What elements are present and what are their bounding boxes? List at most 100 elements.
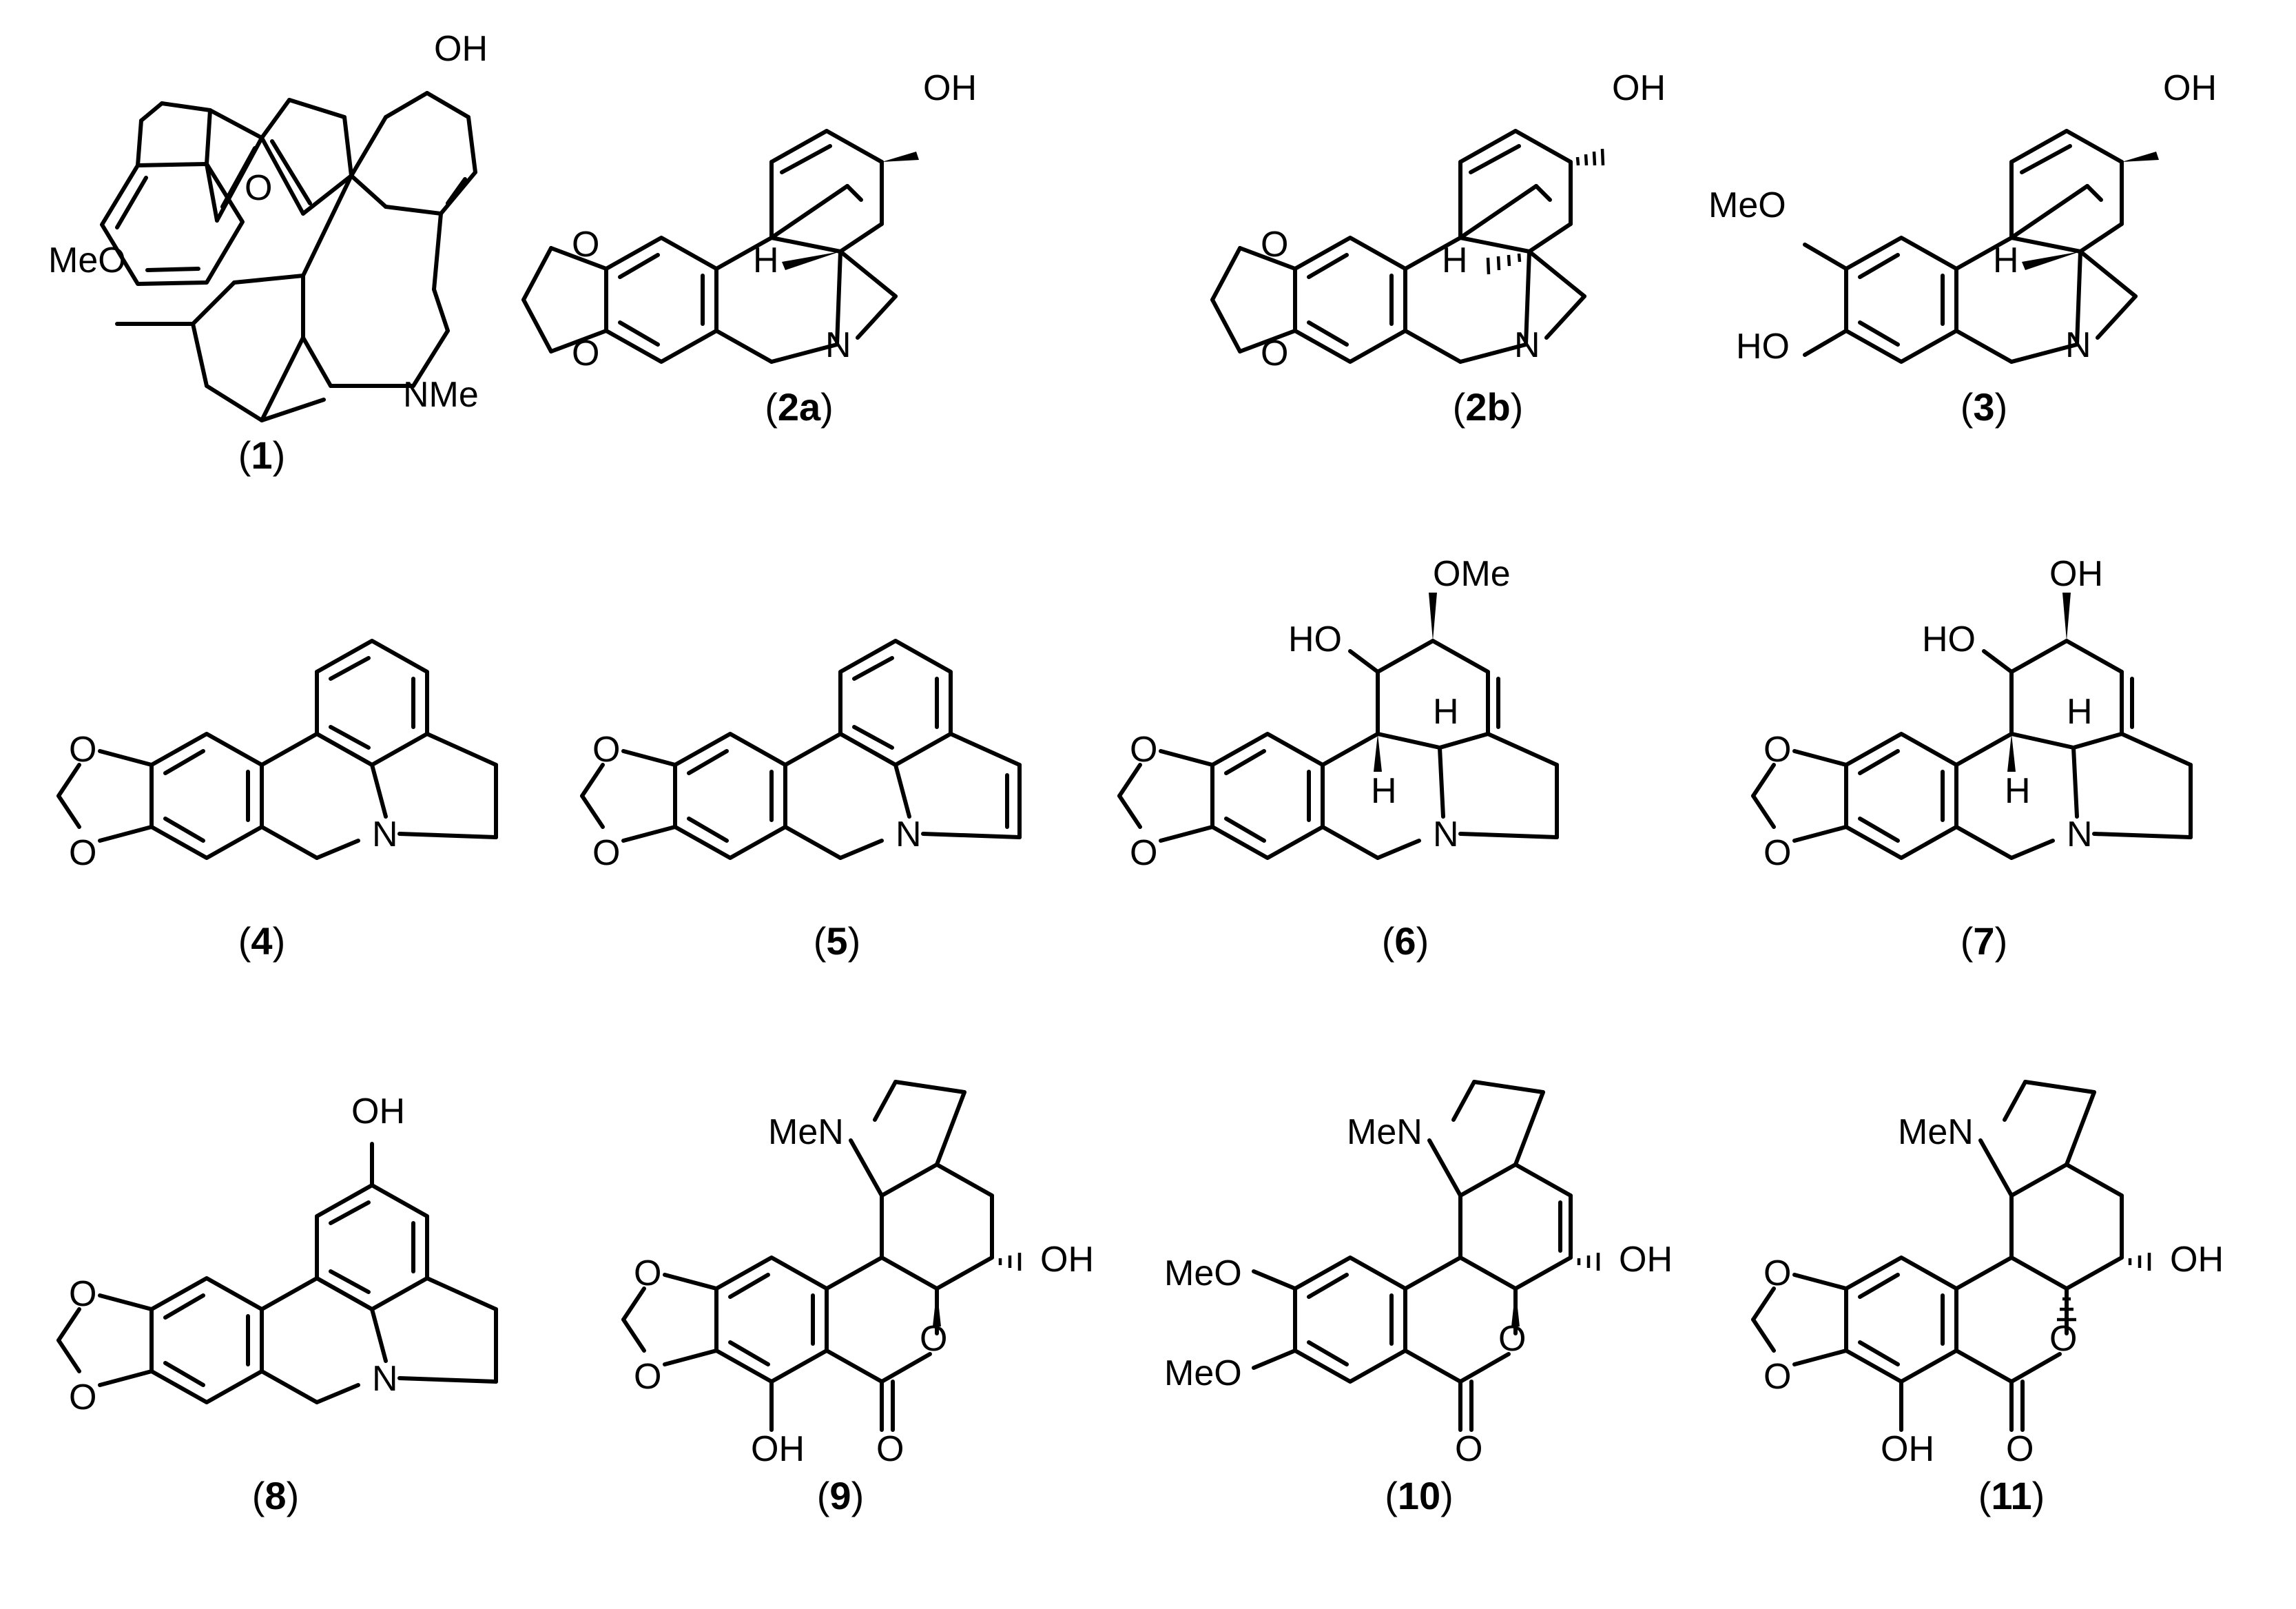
atom-oh-8: OH <box>351 1092 405 1131</box>
compound-label-10: (10) <box>1385 1474 1454 1517</box>
atom-oh-11: OH <box>2170 1240 2224 1280</box>
hash-bond-11-oh <box>2128 1253 2151 1271</box>
atom-o-4-bottom: O <box>69 833 96 873</box>
atom-o-9-top: O <box>634 1253 661 1293</box>
atom-o-1: O <box>245 168 272 208</box>
atom-o-11-carbonyl: O <box>2006 1429 2034 1469</box>
atom-meo-10-top: MeO <box>1164 1253 1242 1293</box>
hash-bond-2b-h <box>1486 253 1522 275</box>
structure-2a <box>521 129 898 364</box>
atom-men-10: MeN <box>1347 1112 1423 1152</box>
structure-3 <box>1803 129 2138 364</box>
atom-oh-10: OH <box>1619 1240 1673 1280</box>
atom-o-9-carbonyl: O <box>876 1429 904 1469</box>
atom-ome-6: OMe <box>1433 554 1511 594</box>
atom-men-11: MeN <box>1898 1112 1974 1152</box>
atom-h-2b: H <box>1442 240 1468 280</box>
atom-oh-7: OH <box>2049 554 2103 594</box>
atom-n-2a: N <box>825 325 851 365</box>
atom-n-7: N <box>2067 814 2093 854</box>
hash-bond-11-lactone <box>2057 1297 2076 1322</box>
atom-meo-1: MeO <box>48 240 126 280</box>
structure-7 <box>1751 639 2193 860</box>
wedge-bond-2a-oh <box>882 152 919 162</box>
atom-n-3: N <box>2065 325 2091 365</box>
compound-label-9: (9) <box>817 1474 864 1517</box>
atom-ho-6: HO <box>1288 619 1342 659</box>
wedge-bond-6-h-lower <box>1374 734 1382 772</box>
compound-label-8: (8) <box>252 1474 299 1517</box>
atom-o-2a-bottom: O <box>572 334 599 373</box>
structure-6 <box>1117 639 1559 860</box>
atom-h-7-lower: H <box>2005 771 2031 811</box>
atom-o-10-ring: O <box>1498 1319 1526 1359</box>
wedge-bond-10-lactone <box>1511 1289 1520 1326</box>
wedge-bond-9-lactone <box>933 1289 941 1326</box>
atom-o-2a-top: O <box>572 225 599 265</box>
wedge-bond-2a-h <box>782 252 840 270</box>
compound-label-1: (1) <box>238 433 285 477</box>
atom-n-8: N <box>372 1359 398 1399</box>
compound-label-2a: (2a) <box>765 385 834 429</box>
atom-o-9-bottom: O <box>634 1357 661 1397</box>
atom-h-7-upper: H <box>2067 692 2093 732</box>
atom-oh-2b: OH <box>1612 68 1666 108</box>
atom-o-2b-bottom: O <box>1261 334 1288 373</box>
wedge-bond-7-oh <box>2062 593 2071 641</box>
atom-o-7-top: O <box>1764 730 1791 770</box>
atom-oh-9-aryl: OH <box>751 1429 805 1469</box>
hash-bond-10-oh <box>1577 1253 1600 1271</box>
atom-h-6-upper: H <box>1433 692 1459 732</box>
atom-n-2b: N <box>1514 325 1540 365</box>
atom-n-5: N <box>896 814 922 854</box>
compound-label-11: (11) <box>1978 1474 2045 1517</box>
atom-o-11-top: O <box>1764 1253 1791 1293</box>
compound-label-2b: (2b) <box>1453 385 1524 429</box>
wedge-bond-3-h <box>2022 252 2080 270</box>
structure-10 <box>1252 1080 1573 1432</box>
atom-n-6: N <box>1433 814 1459 854</box>
atom-ho-7: HO <box>1922 619 1976 659</box>
structure-8 <box>56 1142 498 1404</box>
hash-bond-9-oh <box>998 1253 1022 1271</box>
atom-oh-9: OH <box>1040 1240 1094 1280</box>
atom-o-5-bottom: O <box>592 833 620 873</box>
atom-oh-2a: OH <box>923 68 977 108</box>
atom-h-6-lower: H <box>1371 771 1397 811</box>
atom-oh-1: OH <box>434 29 488 69</box>
atom-nme-1: NMe <box>403 375 479 415</box>
compound-label-5: (5) <box>814 919 860 963</box>
atom-ho-3: HO <box>1736 327 1790 367</box>
atom-n-4: N <box>372 814 398 854</box>
wedge-bond-7-h-lower <box>2007 734 2016 772</box>
atom-o-6-bottom: O <box>1130 833 1157 873</box>
atom-o-8-bottom: O <box>69 1377 96 1417</box>
wedge-bond-3-oh <box>2122 152 2159 162</box>
atom-o-4-top: O <box>69 730 96 770</box>
compound-label-7: (7) <box>1961 919 2007 963</box>
atom-o-5-top: O <box>592 730 620 770</box>
compound-label-3: (3) <box>1961 385 2007 429</box>
atom-o-11-ring: O <box>2049 1319 2077 1359</box>
atom-o-7-bottom: O <box>1764 833 1791 873</box>
structure-2b <box>1210 129 1586 364</box>
atom-o-10-carbonyl: O <box>1455 1429 1482 1469</box>
atom-oh-3: OH <box>2163 68 2217 108</box>
structure-5 <box>580 639 1022 860</box>
atom-oh-11-aryl: OH <box>1881 1429 1934 1469</box>
atom-o-11-bottom: O <box>1764 1357 1791 1397</box>
atom-meo-3: MeO <box>1708 185 1786 225</box>
wedge-bond-6-ome <box>1429 593 1437 641</box>
atom-o-2b-top: O <box>1261 225 1288 265</box>
atom-h-2a: H <box>753 240 779 280</box>
compound-label-6: (6) <box>1382 919 1429 963</box>
atom-meo-10-bottom: MeO <box>1164 1353 1242 1393</box>
hash-bond-2b-oh <box>1575 148 1605 166</box>
atom-h-3: H <box>1993 240 2019 280</box>
atom-o-8-top: O <box>69 1274 96 1314</box>
structure-11 <box>1751 1080 2124 1432</box>
atom-o-6-top: O <box>1130 730 1157 770</box>
atom-o-9-ring: O <box>920 1319 947 1359</box>
structure-4 <box>56 639 498 860</box>
